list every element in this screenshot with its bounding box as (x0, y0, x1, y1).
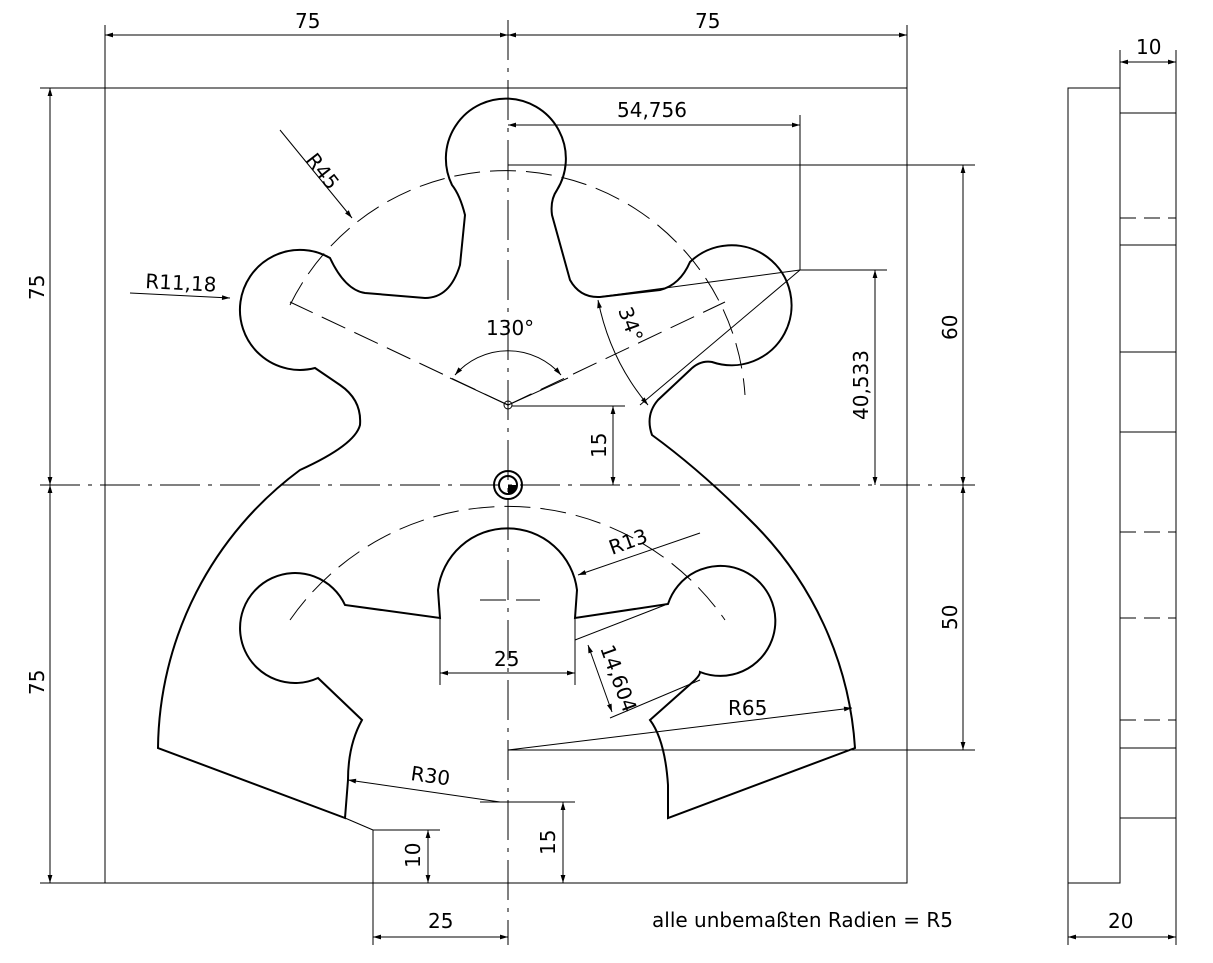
dim-25-bottom: 25 (428, 909, 453, 933)
dim-15-upper: 15 (587, 433, 611, 458)
part-contour (156, 97, 857, 820)
dim-top-left: 75 (295, 9, 320, 33)
dim-50: 50 (938, 605, 962, 630)
dim-15-lower: 15 (536, 830, 560, 855)
dim-r11-18: R11,18 (145, 269, 217, 297)
lower-pitch-arc (289, 505, 726, 621)
dim-r45: R45 (301, 148, 344, 194)
dim-r30: R30 (409, 761, 451, 790)
dim-10: 10 (401, 843, 425, 868)
dim-60: 60 (938, 315, 962, 340)
dim-side-10: 10 (1136, 35, 1161, 59)
pivot-point (503, 400, 513, 410)
dim-40-533: 40,533 (849, 350, 873, 420)
dim-54-756: 54,756 (617, 98, 687, 122)
dim-25-slot: 25 (494, 647, 519, 671)
r45-pitch-arc (289, 170, 746, 396)
dim-r65: R65 (728, 696, 767, 720)
dim-r13: R13 (606, 524, 651, 560)
dim-130-deg: 130° (486, 316, 534, 340)
dim-14-604: 14,604 (595, 642, 641, 716)
dim-34-deg: 34° (613, 304, 648, 346)
radius-note: alle unbemaßten Radien = R5 (652, 908, 953, 932)
dim-top-right: 75 (695, 9, 720, 33)
side-view (1067, 50, 1177, 945)
dim-left-top: 75 (25, 275, 49, 300)
center-hole-outer (493, 470, 523, 500)
dim-side-20: 20 (1108, 909, 1133, 933)
dim-left-bottom: 75 (25, 670, 49, 695)
center-mark (508, 485, 517, 494)
